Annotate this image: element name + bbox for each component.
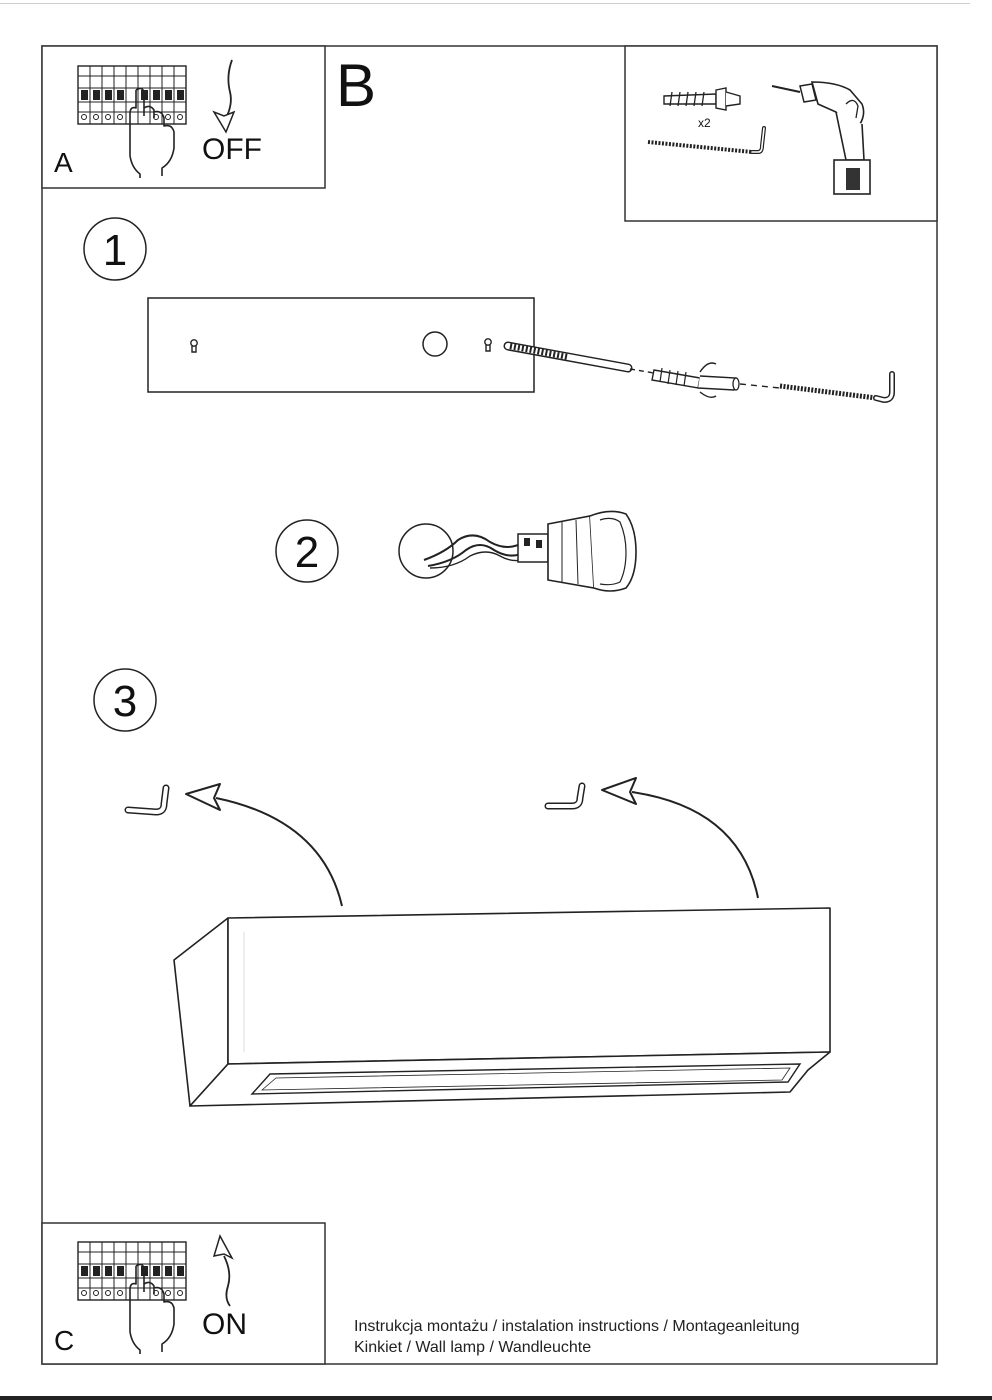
arrow-up-icon xyxy=(185,783,343,907)
drill-icon xyxy=(771,81,871,195)
step-badge-2 xyxy=(275,519,339,583)
keyhole-slot-icon xyxy=(190,339,198,353)
footer-caption: Instrukcja montażu / instalation instruc… xyxy=(354,1316,800,1358)
panel-b-letter: B xyxy=(336,52,376,119)
keyhole-slot-icon xyxy=(484,338,492,352)
step-1: 1 xyxy=(83,217,895,404)
step-number-3: 3 xyxy=(113,677,137,726)
step-2: 2 xyxy=(275,510,637,592)
step-3: 3 xyxy=(93,668,831,1107)
step-badge-1 xyxy=(83,217,147,281)
bottom-rule xyxy=(0,1396,992,1400)
quantity-label: x2 xyxy=(698,116,711,130)
arrow-up-icon xyxy=(212,1234,234,1260)
wall-plug-icon xyxy=(663,87,741,111)
page-frame xyxy=(41,45,938,1365)
wall-plug-icon xyxy=(651,362,740,399)
wire-icon xyxy=(423,534,529,569)
step-badge-3 xyxy=(93,668,157,732)
panel-a: A OFF xyxy=(41,45,326,189)
off-label: OFF xyxy=(202,133,262,166)
step-number-2: 2 xyxy=(295,528,319,577)
hook-icon xyxy=(124,784,170,816)
panel-c-letter: C xyxy=(54,1325,74,1356)
cable-hole xyxy=(422,331,448,357)
hook-screw-icon xyxy=(647,126,766,154)
panel-a-letter: A xyxy=(54,147,73,178)
footer-line-2: Kinkiet / Wall lamp / Wandleuchte xyxy=(354,1339,592,1356)
step-number-1: 1 xyxy=(103,226,127,275)
arrow-up-icon xyxy=(601,777,759,899)
lamp-socket-icon xyxy=(517,510,637,592)
tools-panel: x2 xyxy=(624,45,938,222)
mounting-plate xyxy=(147,297,535,393)
footer-line-1: Instrukcja montażu / instalation instruc… xyxy=(354,1318,800,1335)
wall-lamp xyxy=(173,907,831,1107)
panel-c: C ON xyxy=(41,1222,326,1365)
hook-icon xyxy=(544,782,586,810)
arrow-down-icon xyxy=(225,59,233,119)
hook-screw-icon xyxy=(779,371,895,404)
on-label: ON xyxy=(202,1308,247,1341)
drill-bit-icon xyxy=(503,341,633,373)
top-rule xyxy=(0,3,970,4)
